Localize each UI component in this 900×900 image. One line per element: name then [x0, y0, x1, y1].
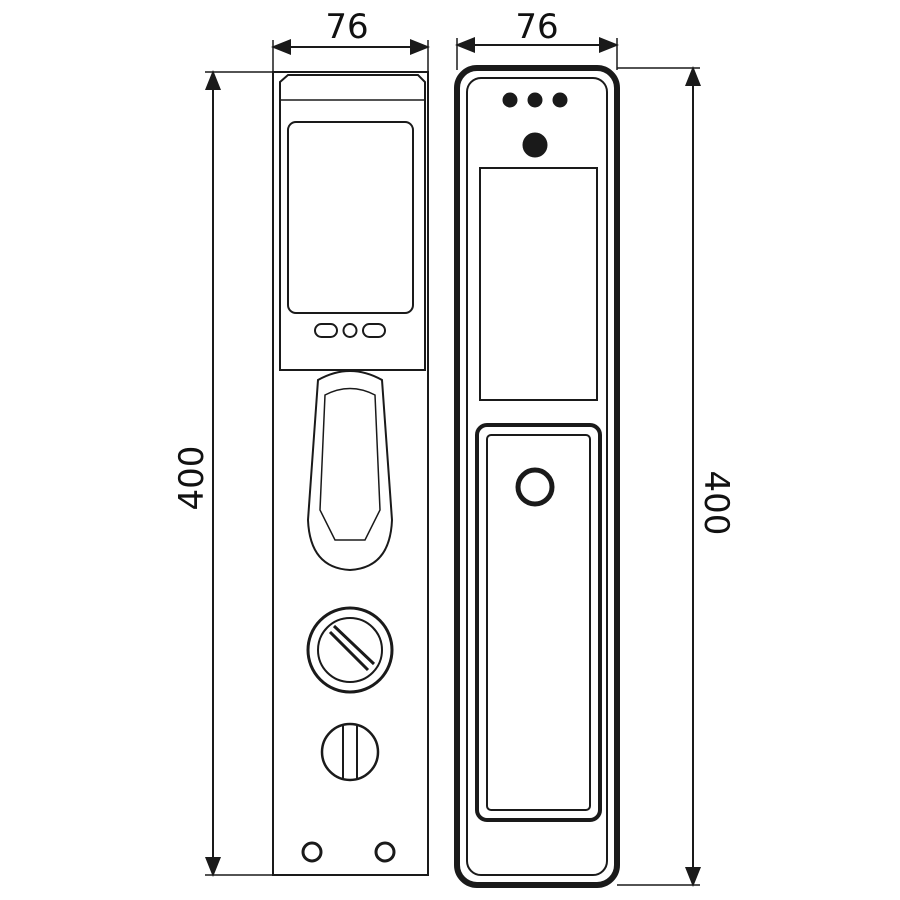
back-sensor-dot [527, 92, 543, 108]
front-screw-left [301, 841, 323, 863]
back-sensor-dot [502, 92, 518, 108]
front-handle [306, 370, 394, 572]
back-camera [522, 132, 548, 158]
front-button-middle [342, 323, 358, 338]
front-width-dimension: 76 [271, 7, 430, 75]
front-button-right [362, 323, 386, 338]
front-panel-outline [272, 71, 429, 876]
back-height-dimension: 400 [617, 66, 736, 887]
back-panel-outline [454, 65, 620, 888]
front-view [272, 71, 429, 876]
front-thumb-turn-bar [328, 624, 376, 672]
front-height-label: 400 [172, 446, 212, 511]
back-view [454, 65, 620, 888]
front-height-dimension: 400 [172, 70, 273, 877]
front-top-housing [279, 74, 426, 371]
back-keyhole [515, 467, 555, 507]
back-width-label: 76 [515, 7, 558, 47]
front-screw-right [374, 841, 396, 863]
back-width-dimension: 76 [455, 7, 619, 70]
front-small-knob [320, 722, 380, 782]
back-height-label: 400 [696, 471, 736, 536]
back-screen [479, 167, 598, 401]
front-screen [287, 121, 414, 314]
back-sensor-dot [552, 92, 568, 108]
back-lower-panel [475, 423, 602, 822]
front-width-label: 76 [325, 7, 368, 47]
front-thumb-turn-outer [306, 606, 394, 694]
front-button-left [314, 323, 338, 338]
